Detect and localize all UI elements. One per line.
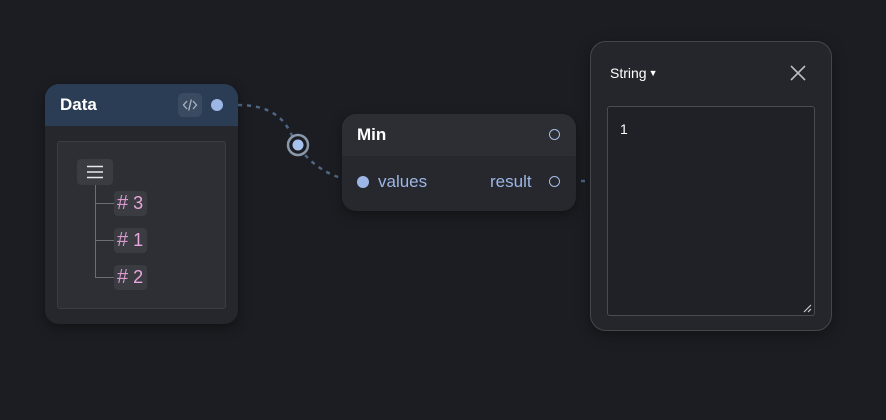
data-node-title: Data — [60, 95, 97, 114]
hash-icon: # — [117, 266, 129, 288]
values-input-label: values — [378, 172, 428, 191]
data-output-port[interactable] — [211, 99, 223, 111]
min-node-header[interactable]: Min — [342, 114, 576, 156]
string-value-textarea[interactable]: 1 — [607, 106, 815, 316]
reroute-handle-dot — [292, 139, 304, 151]
result-output-label: result — [490, 172, 532, 191]
list-item-value: 2 — [133, 267, 144, 287]
data-node[interactable]: Data # 3 — [45, 84, 238, 324]
type-dropdown[interactable]: String ▼ — [610, 65, 658, 81]
tree-branch — [95, 203, 114, 204]
hash-icon: # — [117, 192, 129, 214]
list-icon — [87, 165, 103, 179]
close-button[interactable] — [787, 62, 809, 84]
list-item-number[interactable]: # 2 — [114, 265, 148, 290]
data-node-header[interactable]: Data — [45, 84, 238, 126]
result-output-port[interactable] — [549, 176, 560, 187]
code-icon — [182, 99, 198, 111]
string-output-panel[interactable]: String ▼ 1 — [590, 41, 832, 331]
close-icon — [790, 65, 806, 81]
code-view-button[interactable] — [178, 93, 202, 117]
tree-branch — [95, 277, 114, 278]
resize-grip-icon[interactable] — [802, 303, 812, 313]
tree-connector — [95, 185, 96, 278]
tree-branch — [95, 240, 114, 241]
caret-down-icon: ▼ — [648, 68, 658, 78]
list-item-number[interactable]: # 3 — [114, 191, 148, 216]
values-input-port[interactable] — [357, 176, 369, 188]
hash-icon: # — [117, 229, 129, 251]
min-node-header-port[interactable] — [549, 129, 560, 140]
data-tree: # 3 # 1 # 2 — [57, 141, 226, 309]
min-node[interactable]: Min values result — [342, 114, 576, 211]
list-toggle-button[interactable] — [77, 159, 113, 185]
list-item-number[interactable]: # 1 — [114, 228, 148, 253]
reroute-handle[interactable] — [286, 133, 310, 157]
list-item-value: 3 — [133, 193, 144, 213]
type-dropdown-label: String — [610, 65, 647, 81]
list-item-value: 1 — [133, 230, 144, 250]
string-value: 1 — [620, 121, 628, 137]
min-node-title: Min — [357, 125, 387, 144]
